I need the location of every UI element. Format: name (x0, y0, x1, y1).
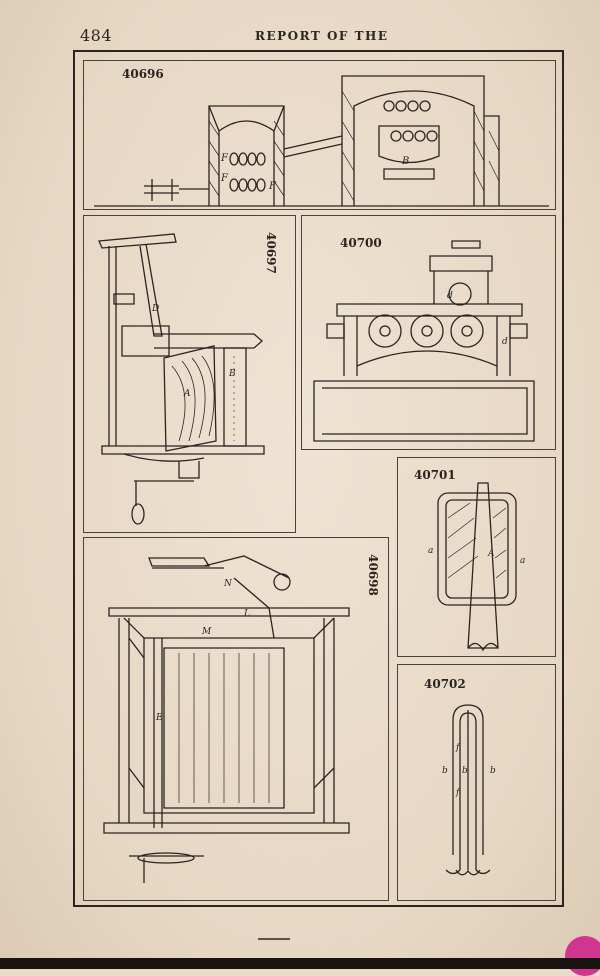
label-F-1: F (220, 153, 229, 164)
page-number: 484 (80, 26, 113, 45)
figure-40702: 40702 b b b f f (397, 664, 556, 901)
label-f-2: f (455, 788, 461, 798)
figure-40697: 40697 (83, 215, 296, 533)
label-B: B (401, 156, 409, 167)
label-a-2: a (520, 556, 525, 566)
cutter-drawing: D B A (98, 233, 265, 525)
core-drawing: a A a (428, 482, 525, 652)
patent-plate: 40696 (73, 50, 564, 907)
page-header: 484 REPORT OF THE (0, 26, 600, 48)
fork-drawing: b b b f f (442, 704, 496, 876)
label-B: B (228, 369, 236, 379)
page-edge-shadow (0, 958, 600, 969)
label-E: E (155, 713, 163, 723)
label-b-3: b (490, 766, 496, 776)
label-M: M (201, 627, 212, 637)
roller-drawing: d d (313, 240, 535, 442)
bottom-rule (258, 938, 290, 940)
label-d-1: d (447, 291, 453, 301)
label-f-1: f (455, 743, 461, 753)
patent-number-40701: 40701 (414, 468, 456, 482)
label-L: L (243, 609, 250, 619)
pink-sticker (565, 936, 600, 976)
label-D: D (151, 304, 159, 314)
patent-number-40702: 40702 (424, 677, 466, 691)
running-title: REPORT OF THE (255, 29, 389, 43)
figure-40696: 40696 (83, 60, 556, 210)
furnace-drawing: F F F B (94, 75, 549, 207)
figure-40698: 40698 (83, 537, 389, 901)
label-a-1: a (428, 546, 433, 556)
label-F-2: F (220, 173, 229, 184)
patent-number-40700: 40700 (340, 236, 382, 250)
label-F-3: F (268, 181, 277, 192)
label-N: N (223, 579, 233, 589)
press-drawing: L N M E (103, 555, 350, 883)
label-d-2: d (502, 337, 508, 347)
figure-40700: 40700 d d (301, 215, 556, 450)
label-b-1: b (442, 766, 448, 776)
label-A: A (487, 549, 495, 559)
patent-number-40696: 40696 (122, 67, 164, 81)
figure-40701: 40701 a A a (397, 457, 556, 657)
label-b-2: b (462, 766, 468, 776)
label-A: A (183, 389, 191, 399)
